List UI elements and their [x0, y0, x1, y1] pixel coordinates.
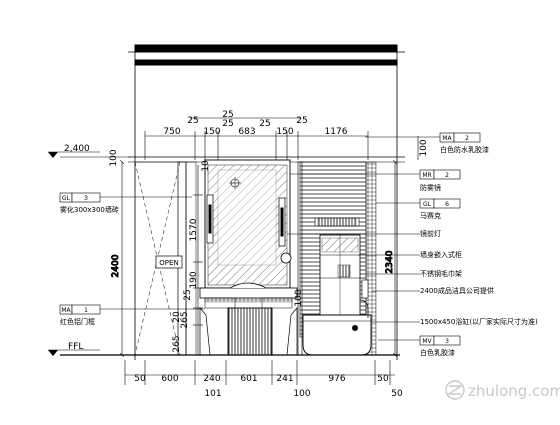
- dim-25-d: 25: [296, 116, 307, 126]
- dim-100-c: 100: [294, 289, 304, 306]
- wall-shelf: [314, 217, 369, 316]
- right-callout-1: MA 2 白色防水乳胶漆: [365, 132, 489, 154]
- bottom-dim-241: 241: [276, 374, 293, 384]
- dim-683: 683: [238, 127, 255, 137]
- bottom-dim-100: 100: [293, 389, 310, 399]
- open-label: OPEN: [159, 259, 178, 267]
- dim-25-c: 25: [187, 116, 198, 126]
- right-callout-7: 2400成品洁具公司提供: [372, 286, 494, 295]
- watermark: zhulong.com: [445, 380, 560, 400]
- bottom-dim-101: 101: [204, 389, 221, 399]
- floor-line: [60, 156, 400, 356]
- left-callout-1: GL 3 雾化300x300墙砖: [59, 192, 192, 214]
- bottom-dimension-texts: 50 600 240 601 241 976 50 101 100 50: [134, 374, 403, 399]
- left-callout-1-code: GL: [62, 195, 71, 202]
- right-callout-9: MV 3 白色乳胶漆: [378, 335, 461, 357]
- dim-100-a: 100: [109, 149, 119, 166]
- dim-190: 190: [189, 271, 199, 288]
- left-callout-2-num: 1: [84, 307, 88, 314]
- bottom-dim-600: 600: [161, 374, 178, 384]
- left-callout-2-text: 红色铝门框: [60, 317, 95, 326]
- ceiling-structure: [128, 44, 405, 360]
- dim-265-b: 265: [172, 335, 182, 352]
- top-dimension-texts: 750 150 25 683 25 150 1176 25 25 25 100 …: [109, 110, 429, 167]
- watermark-logo-icon: [445, 380, 465, 400]
- right-callout-1-code: MA: [442, 135, 452, 142]
- height-dim-right: 2340: [385, 162, 395, 355]
- right-callout-2: MR 2 防雾镜: [290, 169, 461, 192]
- right-callout-7-text: 2400成品洁具公司提供: [420, 286, 494, 295]
- bottom-dim-50-b: 50: [377, 374, 389, 384]
- right-callout-2-num: 2: [445, 172, 449, 179]
- bottom-dim-976: 976: [328, 374, 345, 384]
- right-callout-3-text: 马赛克: [420, 211, 441, 220]
- bottom-dim-240: 240: [203, 374, 220, 384]
- dim-1570: 1570: [189, 218, 199, 241]
- left-callout-1-num: 3: [84, 195, 88, 202]
- level-marker-bottom: FFL: [48, 342, 100, 356]
- mirror-panel: [204, 159, 291, 289]
- top-dimension-lines: [144, 117, 419, 160]
- dim-25-f: 25: [183, 289, 193, 300]
- right-callout-3-code: GL: [423, 201, 432, 208]
- right-callout-3: GL 6 马赛克: [376, 198, 461, 220]
- level-bottom-label: FFL: [68, 342, 83, 352]
- dim-750: 750: [163, 127, 180, 137]
- inner-dimension-texts: 1570 190 25 10 20 265 265 100: [172, 160, 304, 353]
- height-left-label: 2400: [111, 254, 121, 277]
- left-callout-1-text: 雾化300x300墙砖: [60, 205, 119, 214]
- dim-25-a: 25: [222, 119, 233, 129]
- right-callout-6-text: 不锈钢毛巾架: [420, 269, 462, 278]
- height-dim-left: 2400: [111, 162, 122, 355]
- right-callout-5: 墙身嵌入式柜: [358, 250, 462, 259]
- right-callout-4-text: 镜前灯: [420, 229, 441, 238]
- right-callout-4: 镜前灯: [287, 229, 441, 238]
- right-callout-8-text: 1500x450浴缸(以厂家实际尺寸为准): [420, 317, 538, 326]
- dim-25-b: 25: [259, 119, 270, 129]
- right-callout-1-text: 白色防水乳胶漆: [440, 145, 489, 154]
- right-callout-9-text: 白色乳胶漆: [420, 348, 455, 357]
- bottom-dim-50-c: 50: [391, 389, 403, 399]
- bottom-dimension-lines: [124, 360, 395, 385]
- watermark-text: zhulong.com: [468, 382, 560, 400]
- right-callout-6: 不锈钢毛巾架: [366, 269, 462, 278]
- dim-150-b: 150: [276, 127, 293, 137]
- dim-25-e: 25: [222, 110, 233, 120]
- right-callout-8: 1500x450浴缸(以厂家实际尺寸为准): [372, 317, 538, 326]
- dim-265-a: 265: [180, 311, 190, 328]
- level-marker-top: 2,400: [48, 144, 100, 158]
- dim-20: 20: [172, 311, 182, 323]
- right-callout-9-num: 3: [445, 338, 449, 345]
- level-top-label: 2,400: [64, 144, 90, 154]
- dim-10: 10: [201, 160, 211, 172]
- right-callout-9-code: MV: [422, 338, 432, 345]
- inner-dimension-lines: [193, 165, 203, 355]
- dim-150-a: 150: [203, 127, 220, 137]
- dim-1176: 1176: [325, 127, 348, 137]
- vanity-cabinet: [199, 282, 298, 356]
- bottom-dim-50-a: 50: [134, 374, 146, 384]
- dim-100-b: 100: [419, 139, 429, 156]
- right-callout-3-num: 6: [445, 201, 449, 208]
- door-open-tag: OPEN: [155, 255, 183, 269]
- bottom-dim-601: 601: [240, 374, 257, 384]
- right-callout-1-num: 2: [465, 135, 469, 142]
- mirror-lights: [206, 177, 292, 264]
- right-callout-2-code: MR: [422, 172, 431, 179]
- height-right-label: 2340: [385, 250, 395, 273]
- left-callout-2: MA 1 红色铝门框: [59, 304, 205, 326]
- right-callout-2-text: 防雾镜: [420, 183, 441, 192]
- right-callout-5-text: 墙身嵌入式柜: [420, 250, 462, 259]
- left-callout-2-code: MA: [61, 307, 71, 314]
